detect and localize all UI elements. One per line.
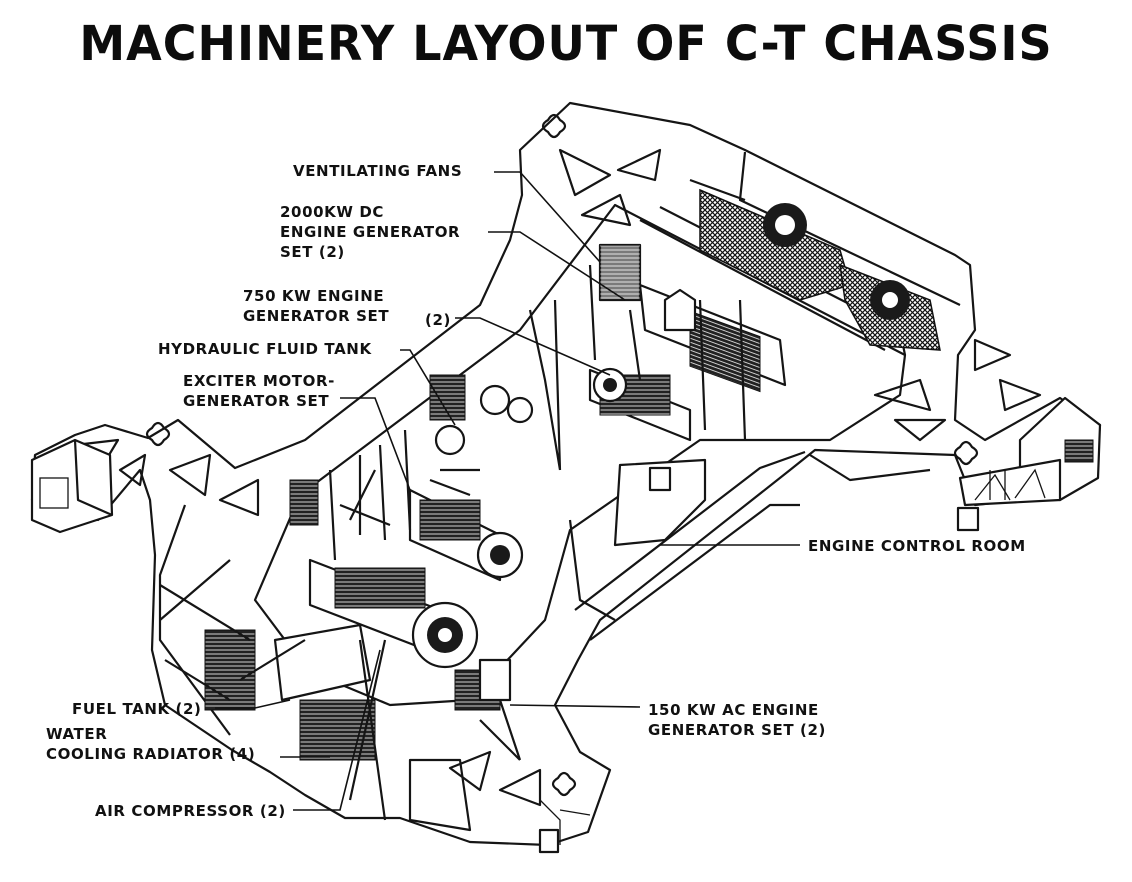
label-750kw-generator: 750 KW ENGINE GENERATOR SET xyxy=(243,287,390,325)
deck-cutouts xyxy=(73,148,1042,807)
label-fuel-tank: FUEL TANK (2) xyxy=(72,700,202,718)
leader-lines xyxy=(215,171,800,811)
label-150kw-ac-generator: 150 KW AC ENGINE GENERATOR SET (2) xyxy=(648,701,826,739)
label-water-cooling-radiator: WATER COOLING RADIATOR (4) xyxy=(46,725,256,763)
label-2000kw-dc-generator: 2000KW DC ENGINE GENERATOR SET (2) xyxy=(280,203,461,261)
label-hydraulic-fluid-tank: HYDRAULIC FLUID TANK xyxy=(158,340,372,358)
label-750kw-quantity: (2) xyxy=(425,311,451,329)
ventilating-fans xyxy=(699,188,941,351)
corner-pads xyxy=(145,113,979,797)
label-air-compressor: AIR COMPRESSOR (2) xyxy=(95,802,286,820)
label-exciter-motor-generator: EXCITER MOTOR- GENERATOR SET xyxy=(183,372,335,410)
diagram-title: MACHINERY LAYOUT OF C-T CHASSIS xyxy=(79,14,1053,72)
label-engine-control-room: ENGINE CONTROL ROOM xyxy=(808,537,1026,555)
machinery xyxy=(204,243,787,761)
label-ventilating-fans: VENTILATING FANS xyxy=(293,162,463,180)
side-cabins xyxy=(30,396,1102,534)
structure-trusses xyxy=(159,264,1006,854)
